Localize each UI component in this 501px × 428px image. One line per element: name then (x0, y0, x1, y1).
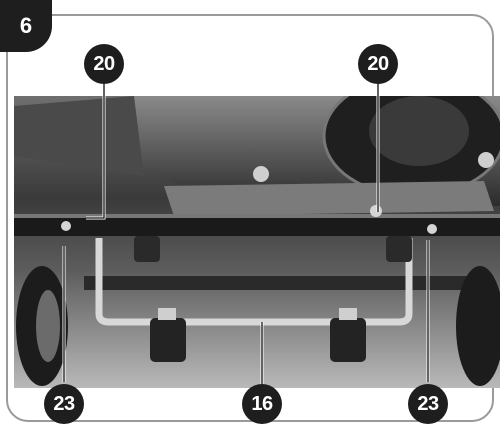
foot-bottom-right (330, 318, 366, 362)
left-housing (14, 96, 144, 176)
bolt-engine-right (478, 152, 494, 168)
callout-23-left: 23 (44, 384, 84, 424)
mounting-plate (164, 181, 494, 216)
bolt-left (158, 308, 176, 320)
callout-20-left: 20 (84, 44, 124, 84)
foot-top-left (134, 236, 160, 262)
right-wheel (456, 266, 500, 386)
underside-illustration (14, 96, 500, 386)
left-wheel-hub (36, 290, 60, 362)
support-bracket (95, 238, 413, 326)
foot-top-right (386, 236, 412, 262)
bolt-crossbar-far-right (427, 224, 437, 234)
underside-photo (14, 96, 500, 388)
callout-23-right: 23 (408, 384, 448, 424)
leader-top-left (86, 84, 105, 219)
crossbar-highlight (14, 214, 500, 218)
callout-20-right: 20 (358, 44, 398, 84)
rear-axle (84, 276, 484, 290)
foot-bottom-left (150, 318, 186, 362)
bolt-engine-left (253, 166, 269, 182)
bolt-right (339, 308, 357, 320)
front-crossbar (14, 214, 500, 236)
leader-top-left-outline (86, 84, 106, 220)
callout-16: 16 (242, 384, 282, 424)
step-number-badge: 6 (0, 0, 52, 52)
bolt-crossbar-left (61, 221, 71, 231)
engine-flywheel (369, 96, 469, 166)
